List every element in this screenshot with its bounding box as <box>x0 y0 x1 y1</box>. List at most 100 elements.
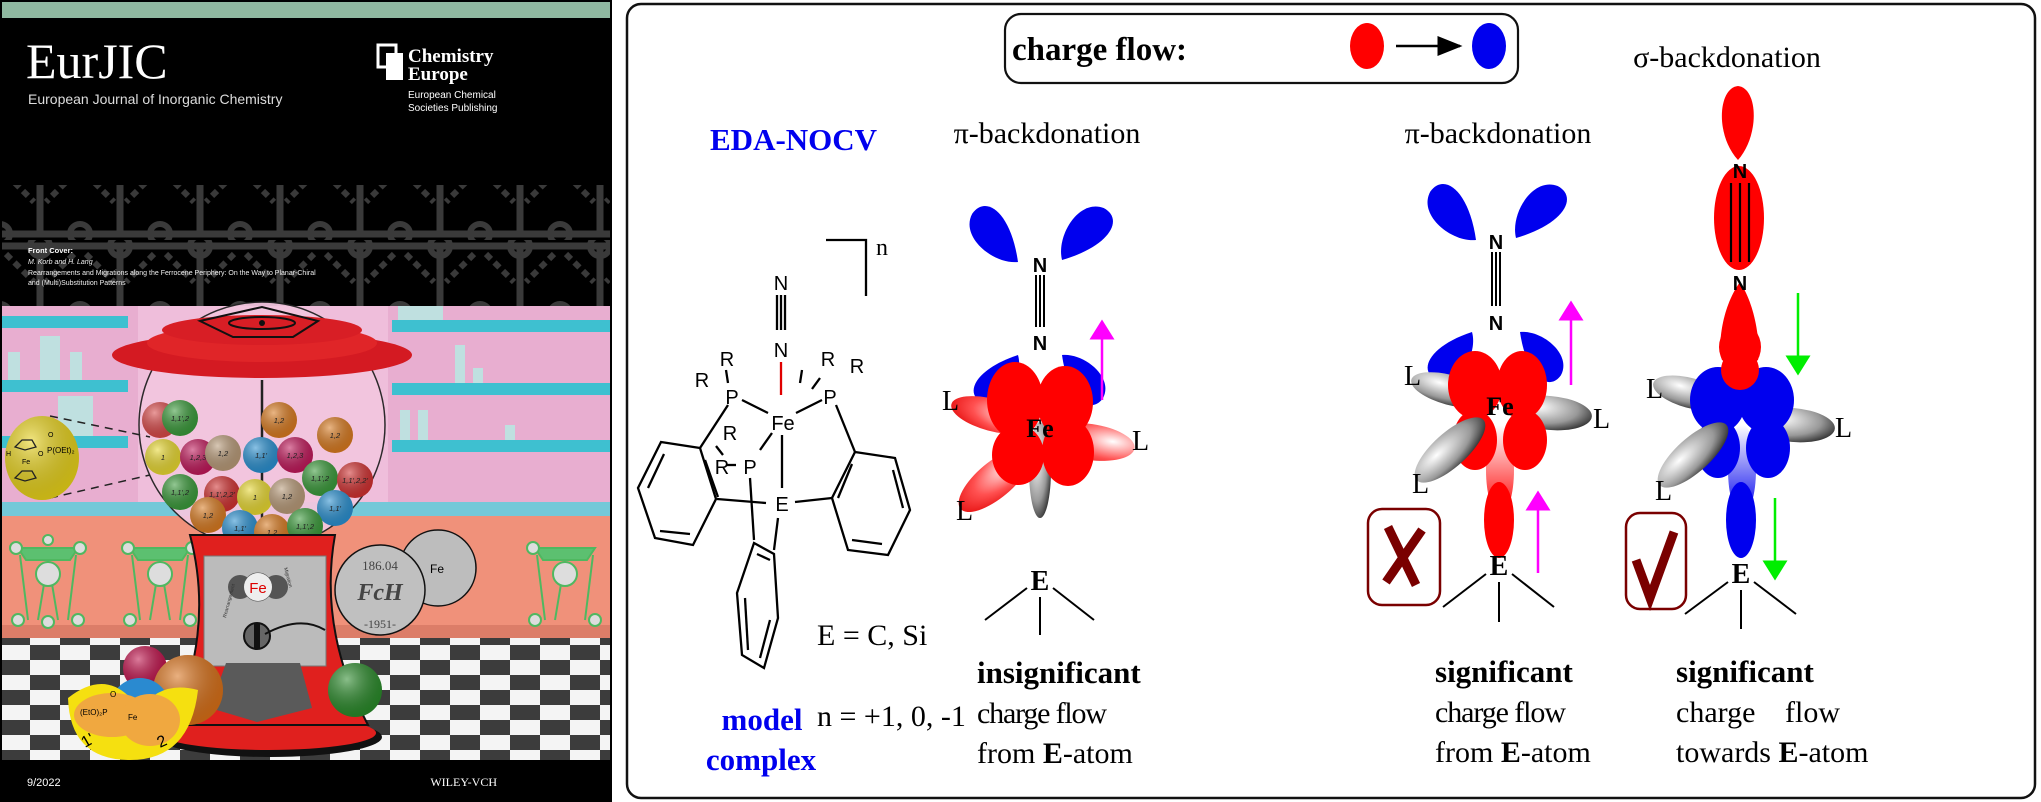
gumball <box>277 437 313 473</box>
atom-n: N <box>1489 313 1503 335</box>
svg-text:Fe: Fe <box>430 562 444 576</box>
atom-p: P <box>823 387 836 409</box>
pi-backdonation-column-2: π-backdonation Fe N N L L L E significan… <box>1366 117 1610 769</box>
gumball-label: 1,1',2 <box>311 474 330 483</box>
legend-label: charge flow: <box>1012 32 1187 68</box>
atom-p: P <box>743 457 756 479</box>
svg-text:186.04: 186.04 <box>362 558 398 573</box>
cover-top-strip <box>2 2 610 18</box>
sigma-backdonation-column: σ-backdonation N N L L L E significant c… <box>1624 41 1868 769</box>
atom-e: E <box>1031 566 1050 597</box>
verdict-line3: towards E-atom <box>1676 736 1868 769</box>
gumball <box>337 462 373 498</box>
gumball-label: 1,1',2 <box>171 488 190 497</box>
atom-r: R <box>715 457 729 479</box>
cover-article-title-1: Rearrangements and Migrations along the … <box>28 270 316 277</box>
method-label: EDA-NOCV <box>710 122 878 157</box>
gumball-label: 1,2 <box>203 511 214 520</box>
cracked-ball: (EtO)₂P O Fe 1' 2 <box>68 684 198 760</box>
verdict-line2a: charge <box>1676 696 1755 729</box>
gumball <box>243 437 279 473</box>
model-label-1: model <box>722 702 803 737</box>
pi-backdonation-column-1: π-backdonation Fe N N L L L E insignific… <box>942 117 1149 770</box>
verdict-line2: charge flow <box>977 697 1107 730</box>
atom-r: R <box>723 423 737 445</box>
metal-label: Fe <box>1486 392 1513 421</box>
gumball-label: 1,2 <box>218 449 229 458</box>
verdict-line3: from E-atom <box>977 737 1133 770</box>
publisher-sub1: European Chemical <box>408 90 496 101</box>
metal-label: Fe <box>1026 414 1053 443</box>
atom-e: E <box>1732 559 1751 590</box>
atom-n: N <box>1733 273 1747 295</box>
model-label-2: complex <box>706 742 817 777</box>
column-title: σ-backdonation <box>1633 41 1821 74</box>
gumball-label: 1,1',2,2' <box>209 490 235 499</box>
gumball <box>162 400 198 436</box>
gumball-label: 1,2 <box>282 492 293 501</box>
atom-n: N <box>1033 255 1047 277</box>
publisher-logo-line1: Chemistry <box>408 46 494 67</box>
atom-r: R <box>720 349 734 371</box>
gumball-lid <box>112 305 412 378</box>
svg-text:Fe: Fe <box>22 459 30 466</box>
ligand-label: L <box>956 496 973 527</box>
gumball <box>302 460 338 496</box>
gumball <box>261 402 297 438</box>
charge-definition: n = +1, 0, -1 <box>817 700 966 733</box>
acceptor-orbital-icon <box>1472 23 1506 69</box>
svg-text:Fe: Fe <box>128 713 138 722</box>
donor-orbital-icon <box>1350 23 1384 69</box>
ligand-label: L <box>1835 413 1852 444</box>
gumball-label: 1 <box>253 493 257 502</box>
publisher-logo-line2: Europe <box>408 64 468 85</box>
gumball <box>317 417 353 453</box>
atom-n: N <box>1489 232 1503 254</box>
structure-charge-n: n <box>876 235 888 261</box>
verdict-line3: from E-atom <box>1435 736 1591 769</box>
atom-fe: Fe <box>771 413 794 435</box>
journal-cover: EurJIC European Journal of Inorganic Che… <box>0 0 612 802</box>
gumball <box>145 439 181 475</box>
gumball-label: 1,2,3 <box>287 451 305 460</box>
journal-name: European Journal of Inorganic Chemistry <box>28 91 282 107</box>
cover-issue: 9/2022 <box>27 777 61 789</box>
ferrocene-wireframe-icon <box>9 534 602 629</box>
ligand-label: L <box>1646 374 1663 405</box>
gumball-machine-base: Fe Rearrangement Migration <box>158 534 382 757</box>
atom-n-low: N <box>774 340 788 362</box>
cover-publisher: WILEY-VCH <box>430 775 497 789</box>
callout-ball: O P(OEt)₂ H O Fe <box>5 416 79 500</box>
svg-text:O: O <box>110 690 116 699</box>
svg-text:(EtO)₂P: (EtO)₂P <box>80 708 108 717</box>
ligand-label: L <box>1132 426 1149 457</box>
verdict-line2b: flow <box>1785 696 1840 729</box>
verdict: significant <box>1676 654 1814 689</box>
ligand-label: L <box>942 386 959 417</box>
verdict: insignificant <box>977 655 1141 690</box>
gumball-label: 1,1' <box>234 524 246 533</box>
coin-badge: Fe 186.04 FcH -1951- <box>334 529 477 636</box>
atom-n: N <box>1733 161 1747 183</box>
element-definition: E = C, Si <box>817 619 927 652</box>
verdict: significant <box>1435 654 1573 689</box>
verdict-line2: charge flow <box>1435 696 1566 729</box>
cover-article-title-2: and (Multi)Substitution Patterns <box>28 280 126 287</box>
gumball-label: 1,1',2 <box>171 414 190 423</box>
gumball <box>205 435 241 471</box>
atom-n-top: N <box>774 273 788 295</box>
cross-mark-icon <box>1366 507 1442 607</box>
svg-text:P(OEt)₂: P(OEt)₂ <box>47 446 75 455</box>
column-title: π-backdonation <box>954 117 1141 150</box>
ligand-label: L <box>1593 404 1610 435</box>
atom-r: R <box>850 356 864 378</box>
gumball-label: 1,1' <box>255 451 267 460</box>
atom-e: E <box>775 494 788 516</box>
gumball-label: 1,1',2,2' <box>342 476 368 485</box>
gumball-label: 1,2 <box>330 431 341 440</box>
svg-text:H: H <box>6 451 11 458</box>
gumball <box>190 497 226 533</box>
gumball-label: 1 <box>161 453 165 462</box>
graphical-abstract: charge flow: EDA-NOCV n N N R R P Fe R R… <box>625 2 2037 800</box>
